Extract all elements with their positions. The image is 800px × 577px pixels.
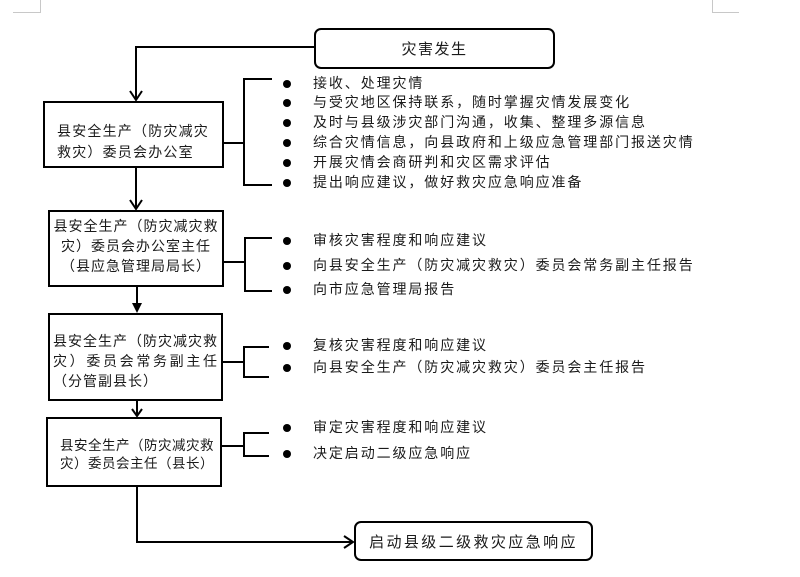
step3-node-line: 灾）委员会常务副主任 bbox=[53, 354, 218, 370]
bullet-icon bbox=[283, 119, 291, 127]
task-item: 向县安全生产（防灾减灾救灾）委员会常务副主任报告 bbox=[283, 257, 693, 275]
end-node: 启动县级二级救灾应急响应 bbox=[355, 522, 592, 560]
step1-node: 县安全生产（防灾减灾 救灾）委员会办公室 bbox=[57, 122, 209, 164]
end-node-box bbox=[354, 521, 593, 561]
bullet-icon bbox=[283, 237, 291, 245]
step4-node: 县安全生产（防灾减灾救 灾）委员会主任（县长） bbox=[60, 437, 214, 473]
step3-node-line: （分管副县长） bbox=[53, 374, 158, 390]
task-item: 开展灾情会商研判和灾区需求评估 bbox=[283, 154, 550, 172]
step3-node: 县安全生产（防灾减灾救 灾）委员会常务副主任 （分管副县长） bbox=[53, 332, 218, 392]
bullet-icon bbox=[283, 286, 291, 294]
task-text: 向县安全生产（防灾减灾救灾）委员会主任报告 bbox=[313, 360, 647, 376]
page-corner-mark-right bbox=[712, 0, 739, 13]
step2-bracket bbox=[223, 237, 272, 292]
task-text: 审核灾害程度和响应建议 bbox=[313, 233, 488, 249]
step3-box bbox=[48, 313, 223, 401]
bullet-icon bbox=[283, 139, 291, 147]
arrowhead-open-icon bbox=[343, 535, 355, 549]
end-node-label: 启动县级二级救灾应急响应 bbox=[369, 532, 578, 551]
bullet-icon bbox=[283, 99, 291, 107]
step3-node-line: 县安全生产（防灾减灾救 bbox=[53, 334, 218, 350]
step2-node: 县安全生产（防灾减灾救 灾）委员会办公室主任 （县应急管理局局长） bbox=[49, 217, 223, 277]
task-item: 审核灾害程度和响应建议 bbox=[283, 232, 486, 250]
task-text: 综合灾情信息，向县政府和上级应急管理部门报送灾情 bbox=[313, 135, 695, 151]
arrowhead-filled-icon bbox=[132, 303, 142, 313]
start-node-box bbox=[314, 28, 555, 69]
task-text: 决定启动二级应急响应 bbox=[313, 446, 472, 462]
task-text: 向市应急管理局报告 bbox=[313, 282, 457, 298]
bullet-icon bbox=[283, 80, 291, 88]
step4-bracket bbox=[221, 432, 269, 457]
step2-node-line: 县安全生产（防灾减灾救 bbox=[53, 219, 219, 235]
task-item: 决定启动二级应急响应 bbox=[283, 445, 470, 463]
step2-box bbox=[48, 210, 224, 287]
bullet-icon bbox=[283, 262, 291, 270]
start-node-label: 灾害发生 bbox=[401, 40, 468, 58]
arrowhead-open-icon bbox=[129, 199, 143, 211]
step4-box bbox=[46, 417, 222, 487]
start-node: 灾害发生 bbox=[315, 29, 554, 68]
task-item: 审定灾害程度和响应建议 bbox=[283, 419, 486, 437]
bullet-icon bbox=[283, 179, 291, 187]
bullet-icon bbox=[283, 342, 291, 350]
task-item: 向县安全生产（防灾减灾救灾）委员会主任报告 bbox=[283, 359, 645, 377]
step1-box bbox=[43, 101, 224, 168]
task-text: 审定灾害程度和响应建议 bbox=[313, 420, 488, 436]
step4-to-end-connector bbox=[136, 486, 353, 543]
step1-bracket bbox=[223, 78, 272, 186]
step2-node-line: （县应急管理局局长） bbox=[61, 259, 211, 275]
task-item: 与受灾地区保持联系，随时掌握灾情发展变化 bbox=[283, 94, 629, 112]
task-text: 复核灾害程度和响应建议 bbox=[313, 338, 488, 354]
page-corner-mark-left bbox=[13, 0, 41, 13]
step1-node-line: 救灾）委员会办公室 bbox=[57, 145, 194, 161]
bullet-icon bbox=[283, 450, 291, 458]
task-text: 接收、处理灾情 bbox=[313, 76, 425, 92]
task-text: 与受灾地区保持联系，随时掌握灾情发展变化 bbox=[313, 95, 631, 111]
task-text: 及时与县级涉灾部门沟通，收集、整理多源信息 bbox=[313, 115, 647, 131]
task-item: 综合灾情信息，向县政府和上级应急管理部门报送灾情 bbox=[283, 134, 693, 152]
task-text: 开展灾情会商研判和灾区需求评估 bbox=[313, 155, 552, 171]
start-to-step1-connector bbox=[135, 46, 315, 100]
task-text: 向县安全生产（防灾减灾救灾）委员会常务副主任报告 bbox=[313, 258, 695, 274]
step2-node-line: 灾）委员会办公室主任 bbox=[61, 239, 211, 255]
task-item: 提出响应建议，做好救灾应急响应准备 bbox=[283, 174, 581, 192]
arrowhead-open-icon bbox=[129, 90, 143, 102]
bullet-icon bbox=[283, 364, 291, 372]
task-item: 复核灾害程度和响应建议 bbox=[283, 337, 486, 355]
step1-node-line: 县安全生产（防灾减灾 bbox=[57, 124, 209, 140]
task-item: 接收、处理灾情 bbox=[283, 75, 422, 93]
task-text: 提出响应建议，做好救灾应急响应准备 bbox=[313, 175, 584, 191]
arrowhead-open-icon bbox=[131, 408, 143, 418]
bullet-icon bbox=[283, 424, 291, 432]
bullet-icon bbox=[283, 159, 291, 167]
step3-bracket bbox=[222, 346, 269, 378]
task-item: 及时与县级涉灾部门沟通，收集、整理多源信息 bbox=[283, 114, 645, 132]
step4-node-line: 县安全生产（防灾减灾救 bbox=[60, 438, 214, 454]
step4-node-line: 灾）委员会主任（县长） bbox=[60, 456, 214, 472]
task-item: 向市应急管理局报告 bbox=[283, 281, 454, 299]
